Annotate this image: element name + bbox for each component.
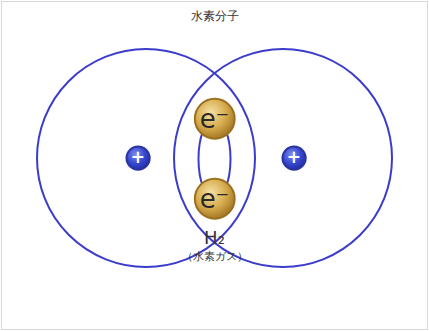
electron-symbol: e⁻	[200, 186, 230, 212]
diagram-title: 水素分子	[191, 10, 239, 23]
electron-circle: e⁻	[194, 178, 235, 219]
proton-circle: +	[126, 146, 150, 170]
substance-label: （水素ガス）	[182, 251, 248, 263]
proton-disc	[126, 146, 149, 169]
proton-circle: +	[282, 146, 306, 170]
formula-label: H₂	[204, 228, 225, 248]
atom-orbit	[37, 49, 255, 267]
atom-orbit	[174, 49, 392, 267]
proton-disc	[282, 146, 305, 169]
charge-symbol: +	[287, 149, 301, 166]
electron-disc	[195, 179, 235, 219]
electron-symbol: e⁻	[200, 106, 230, 132]
electron-circle: e⁻	[194, 98, 235, 139]
electron-disc	[195, 99, 235, 139]
charge-symbol: +	[131, 149, 145, 166]
